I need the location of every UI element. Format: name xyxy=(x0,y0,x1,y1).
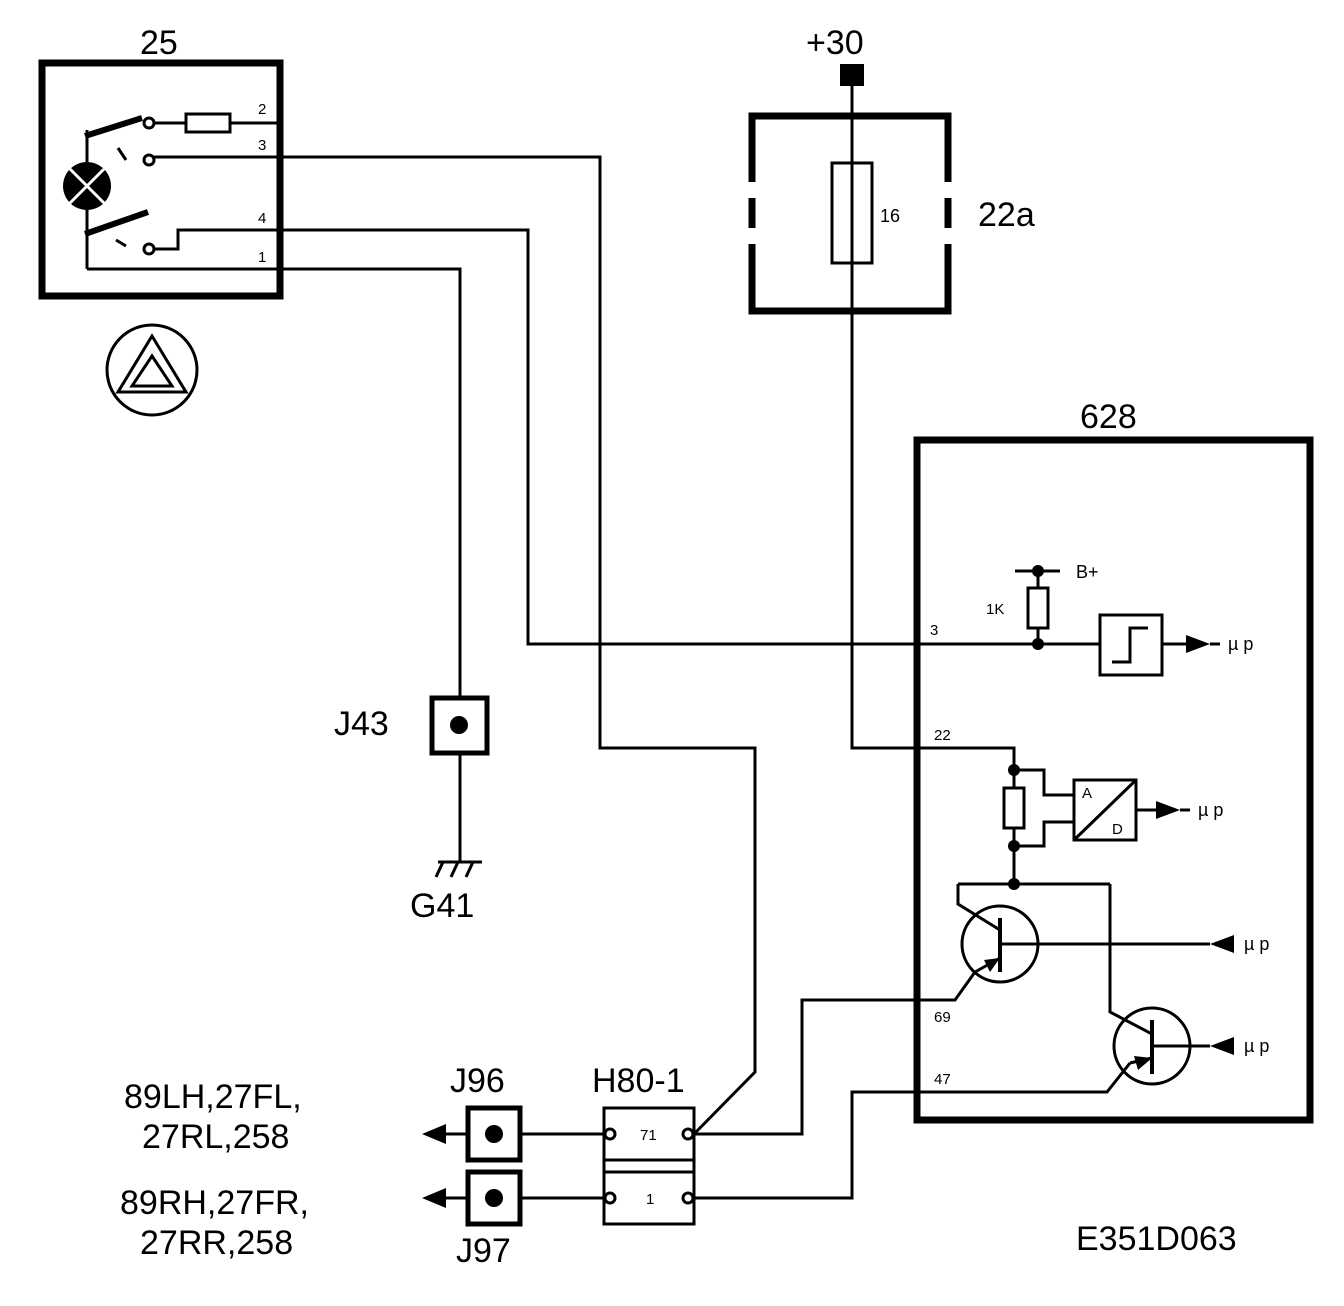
splice-j43-label: J43 xyxy=(334,705,389,743)
connector-pin-1: 1 xyxy=(646,1191,654,1208)
supply-label: +30 xyxy=(806,24,864,62)
switch-blade-upper xyxy=(84,115,143,139)
ground-hatch xyxy=(464,861,475,878)
wire-switch-pin3 xyxy=(278,155,757,1136)
hazard-warning-icon xyxy=(105,323,199,417)
switch-pin-2: 2 xyxy=(258,101,266,118)
switch-pin-1: 1 xyxy=(258,249,266,266)
ground-hatch xyxy=(449,861,460,878)
wire-pin71-pin69 xyxy=(694,971,977,1136)
connector-h80: 71 1 H80-1 xyxy=(592,1062,696,1226)
adc-a-label: A xyxy=(1082,785,1092,802)
connector-pin-71: 71 xyxy=(640,1127,657,1144)
bplus-label: B+ xyxy=(1076,562,1099,582)
splice-j43-dot xyxy=(450,716,468,734)
splice-j97-label: J97 xyxy=(456,1232,511,1270)
switch-pin-3: 3 xyxy=(258,137,266,154)
wire-switch-pin4 xyxy=(278,228,1100,646)
module-label: 628 xyxy=(1080,398,1137,436)
sense-resistor xyxy=(1002,786,1026,830)
splice-j97-dot xyxy=(485,1189,503,1207)
hazard-switch: 25 2 3 4 1 xyxy=(38,24,284,300)
fuse-number: 16 xyxy=(880,206,900,226)
module-housing xyxy=(913,436,1314,1124)
mu-p-label: µ p xyxy=(1198,800,1223,820)
ground-hatch xyxy=(434,861,445,878)
switch-blade-lower xyxy=(84,209,149,237)
arrow-left-icon xyxy=(1210,1037,1234,1055)
mu-p-label: µ p xyxy=(1244,1036,1269,1056)
supply-terminal xyxy=(840,64,864,86)
arrow-left-icon xyxy=(422,1188,446,1208)
connector-label: H80-1 xyxy=(592,1062,685,1100)
arrow-left-icon xyxy=(422,1124,446,1144)
connector-housing-bottom xyxy=(602,1170,696,1226)
switch-resistor xyxy=(184,112,232,134)
module-pin-3: 3 xyxy=(930,622,938,639)
ground-label: G41 xyxy=(410,887,474,925)
switch-label: 25 xyxy=(140,24,178,62)
mu-p-label: µ p xyxy=(1244,934,1269,954)
switch-pin-4: 4 xyxy=(258,210,266,227)
destination-right-line1: 89RH,27FR, xyxy=(120,1184,309,1222)
diagram-id: E351D063 xyxy=(1076,1220,1237,1258)
splice-j96-label: J96 xyxy=(450,1062,505,1100)
destination-left-line2: 27RL,258 xyxy=(142,1118,289,1156)
arrow-right-icon xyxy=(1186,635,1210,653)
connector-housing-top xyxy=(602,1106,696,1162)
pullup-resistor xyxy=(1026,586,1050,630)
arrow-right-icon xyxy=(1156,801,1180,819)
splice-j96-dot xyxy=(485,1125,503,1143)
wire-switch-pin1 xyxy=(278,267,462,862)
destination-left-line1: 89LH,27FL, xyxy=(124,1078,302,1116)
control-module: 628 3 22 69 47 B+ 1K µ p A D xyxy=(913,398,1314,1124)
mu-p-label: µ p xyxy=(1228,634,1253,654)
resistor-value: 1K xyxy=(986,601,1004,618)
wire-pin1-pin47 xyxy=(694,1062,1132,1200)
switch-housing xyxy=(38,59,284,300)
fuse-box: 16 22a xyxy=(748,112,1035,315)
arrow-left-icon xyxy=(1210,935,1234,953)
destination-right-line2: 27RR,258 xyxy=(140,1224,293,1262)
adc-d-label: D xyxy=(1112,821,1123,838)
fuse-box-label: 22a xyxy=(978,196,1035,234)
module-pin-22: 22 xyxy=(934,727,951,744)
module-pin-47: 47 xyxy=(934,1071,951,1088)
wire-plus30 xyxy=(850,80,1016,770)
wires xyxy=(278,80,1132,1200)
module-pin-69: 69 xyxy=(934,1009,951,1026)
